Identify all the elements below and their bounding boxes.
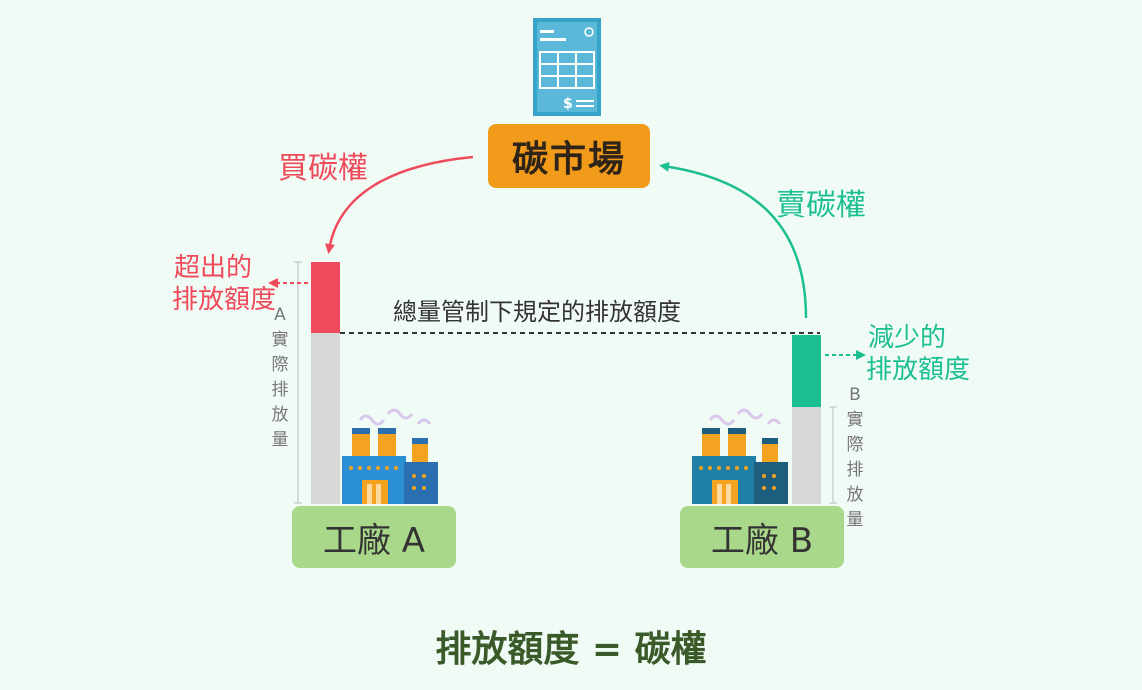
excess-label-line1: 超出的 xyxy=(174,253,253,283)
factory-b-label: 工廠 B xyxy=(710,520,814,561)
cap-label: 總量管制下規定的排放額度 xyxy=(393,298,681,326)
carbon-market-box: 碳市場 xyxy=(488,124,650,188)
buy-arrow xyxy=(325,155,474,254)
reduced-label-line1: 減少的 xyxy=(868,323,947,353)
excess-allowance-label: 超出的 排放額度 xyxy=(172,252,276,316)
factory-a-building-icon xyxy=(342,408,438,504)
factory-b-emission-bar xyxy=(792,407,821,504)
factory-b-measure xyxy=(829,406,837,504)
buy-carbon-credit-label: 買碳權 xyxy=(278,151,368,186)
sell-carbon-credit-label: 賣碳權 xyxy=(776,188,866,223)
factory-a-measure xyxy=(294,261,302,504)
factory-a-emission-bar xyxy=(311,333,340,504)
factory-a-excess-bar xyxy=(311,262,340,333)
factory-a-label: 工廠 A xyxy=(322,520,426,561)
formula-caption: 排放額度 = 碳權 xyxy=(435,629,707,670)
factory-b-actual-emission-label: B實際排放量 xyxy=(846,385,864,530)
svg-text:$: $ xyxy=(563,96,573,112)
factory-b-building-icon xyxy=(692,408,788,504)
factory-b-reduced-bar xyxy=(792,335,821,407)
reduced-label-line2: 排放額度 xyxy=(866,355,971,385)
factory-a-actual-emission-label: A實際排放量 xyxy=(271,305,289,450)
reduced-allowance-label: 減少的 排放額度 xyxy=(866,322,970,386)
excess-label-line2: 排放額度 xyxy=(172,285,277,315)
factory-b-box: 工廠 B xyxy=(680,506,844,568)
carbon-market-label: 碳市場 xyxy=(511,139,626,180)
invoice-icon: $ xyxy=(533,18,601,116)
sell-arrow xyxy=(659,161,808,319)
factory-a-box: 工廠 A xyxy=(292,506,456,568)
